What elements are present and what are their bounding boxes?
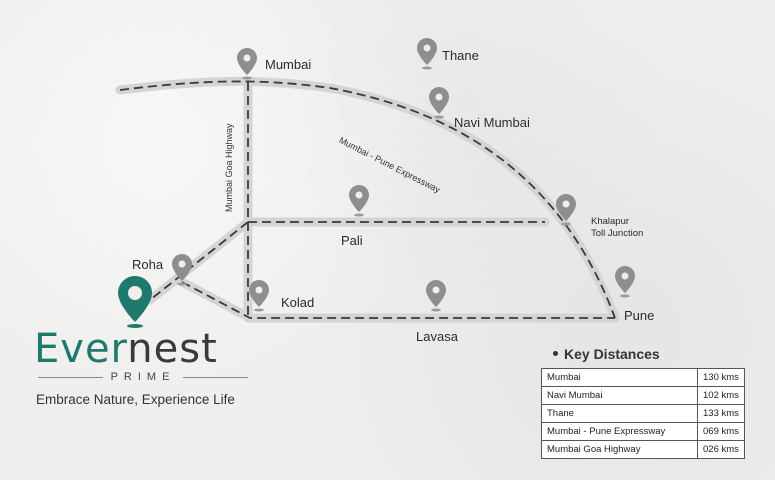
distance-cell: 026 kms <box>697 440 745 459</box>
tagline: Embrace Nature, Experience Life <box>36 392 235 407</box>
brand-sub: PRIME <box>38 371 248 383</box>
place-cell: Mumbai - Pune Expressway <box>541 422 698 441</box>
label-khalapur-line2: Toll Junction <box>591 228 644 239</box>
distance-cell: 102 kms <box>697 386 745 405</box>
key-distances-title-text: Key Distances <box>564 346 660 362</box>
key-distances-title: Key Distances <box>553 346 660 362</box>
distance-cell: 133 kms <box>697 404 745 423</box>
brand-name-part2: nest <box>127 326 218 372</box>
brand-logo: Evernest <box>34 326 218 372</box>
divider-right <box>183 376 248 378</box>
distance-cell: 069 kms <box>697 422 745 441</box>
divider-left <box>38 376 103 378</box>
label-mumbai: Mumbai <box>265 57 312 72</box>
brand-name-part1: Ever <box>34 326 128 372</box>
label-roha: Roha <box>132 257 164 272</box>
label-khalapur-line1: Khalapur <box>591 216 630 227</box>
label-kolad: Kolad <box>281 295 315 310</box>
place-cell: Mumbai <box>541 368 698 387</box>
brand-sub-text: PRIME <box>110 371 176 383</box>
label-pune: Pune <box>624 308 655 323</box>
label-goa-highway: Mumbai Goa Highway <box>224 123 234 212</box>
place-cell: Mumbai Goa Highway <box>541 440 698 459</box>
distance-cell: 130 kms <box>697 368 745 387</box>
label-khalapur: Khalapur Toll Junction <box>591 216 643 240</box>
place-cell: Navi Mumbai <box>541 386 698 405</box>
place-cell: Thane <box>541 404 698 423</box>
label-lavasa: Lavasa <box>416 329 458 344</box>
bullet-icon <box>553 350 558 356</box>
label-pali: Pali <box>341 233 363 248</box>
label-navi-mumbai: Navi Mumbai <box>454 115 530 130</box>
label-thane: Thane <box>442 48 479 63</box>
